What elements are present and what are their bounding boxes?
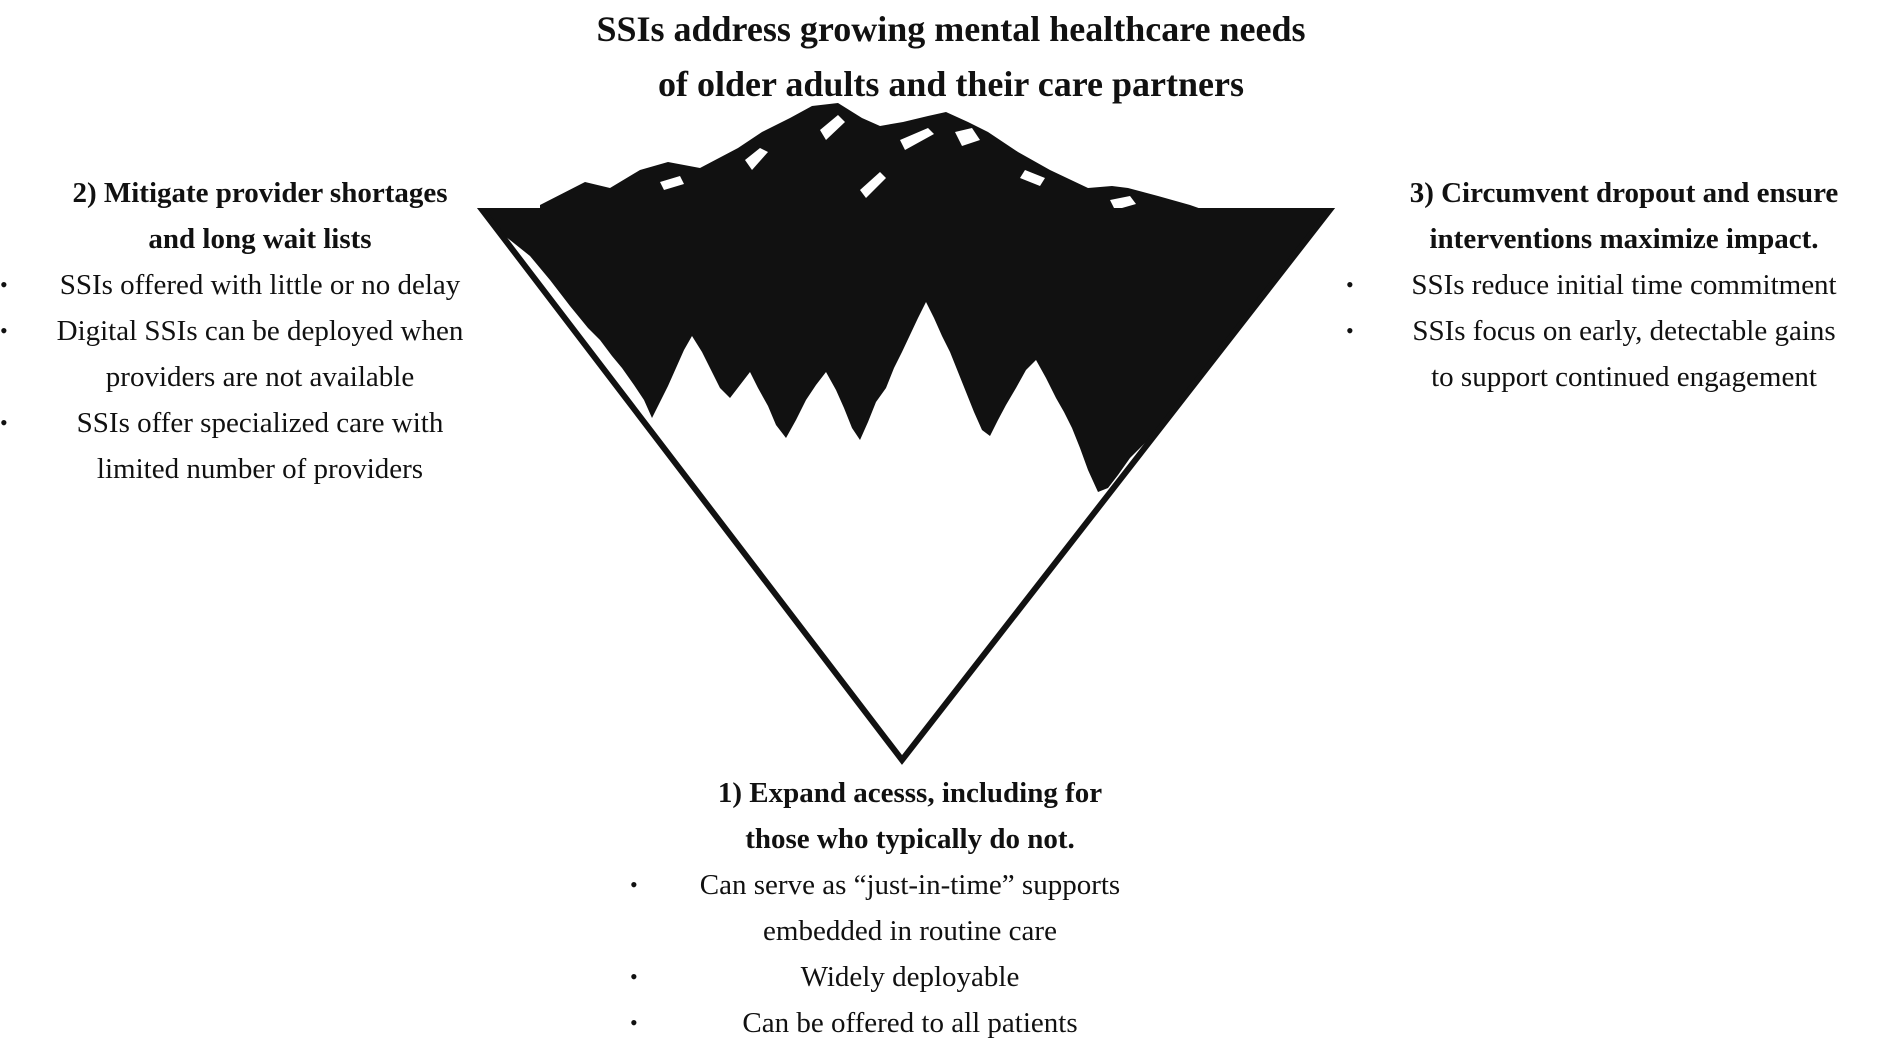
bullet-item: • Widely deployable bbox=[630, 954, 1190, 1000]
section-heading-line-2: and long wait lists bbox=[148, 223, 372, 255]
triangle-outline bbox=[476, 208, 1336, 765]
bullet-icon: • bbox=[630, 1010, 638, 1035]
section-heading-line-2: interventions maximize impact. bbox=[1429, 223, 1819, 255]
section-mitigate-shortages: 2) Mitigate provider shortages and long … bbox=[0, 170, 520, 492]
bullet-list: • SSIs reduce initial time commitment • … bbox=[1346, 262, 1902, 400]
bullet-item: • Can serve as “just-in-time” supports e… bbox=[630, 862, 1190, 954]
bullet-icon: • bbox=[1346, 272, 1354, 297]
title-line-1: SSIs address growing mental healthcare n… bbox=[596, 9, 1306, 49]
bullet-icon: • bbox=[630, 964, 638, 989]
section-heading-line-2: those who typically do not. bbox=[745, 823, 1075, 855]
bullet-icon: • bbox=[0, 410, 8, 435]
section-heading-line-1: 3) Circumvent dropout and ensure bbox=[1409, 177, 1839, 209]
bullet-text-line-1: Digital SSIs can be deployed when bbox=[56, 315, 464, 347]
bullet-text-line-2: embedded in routine care bbox=[763, 915, 1057, 947]
section-circumvent-dropout: 3) Circumvent dropout and ensure interve… bbox=[1346, 170, 1902, 400]
bullet-text-line-2: providers are not available bbox=[105, 361, 415, 393]
bullet-text-line-2: limited number of providers bbox=[96, 453, 424, 485]
bullet-text-line-1: SSIs reduce initial time commitment bbox=[1411, 269, 1837, 301]
bullet-text-line-1: Widely deployable bbox=[800, 961, 1020, 993]
bullet-text-line-1: SSIs offered with little or no delay bbox=[59, 269, 461, 301]
bullet-icon: • bbox=[0, 272, 8, 297]
bullet-list: • Can serve as “just-in-time” supports e… bbox=[630, 862, 1190, 1046]
bullet-icon: • bbox=[0, 318, 8, 343]
mountain-peaks bbox=[540, 103, 1230, 230]
bullet-item: • Can be offered to all patients bbox=[630, 1000, 1190, 1046]
bullet-icon: • bbox=[630, 872, 638, 897]
snow-highlights bbox=[660, 115, 1136, 210]
bullet-item: • SSIs reduce initial time commitment bbox=[1346, 262, 1902, 308]
bullet-item: • Digital SSIs can be deployed when prov… bbox=[0, 308, 520, 400]
section-expand-access: 1) Expand acesss, including for those wh… bbox=[630, 770, 1190, 1046]
mountain-forest-silhouette bbox=[483, 211, 1329, 492]
bullet-text-line-2: to support continued engagement bbox=[1431, 361, 1817, 393]
bullet-text-line-1: Can serve as “just-in-time” supports bbox=[699, 869, 1121, 901]
section-heading-line-1: 1) Expand acesss, including for bbox=[717, 777, 1103, 809]
bullet-icon: • bbox=[1346, 318, 1354, 343]
bullet-list: • SSIs offered with little or no delay •… bbox=[0, 262, 520, 492]
bullet-text-line-1: Can be offered to all patients bbox=[742, 1007, 1078, 1039]
title-line-2: of older adults and their care partners bbox=[658, 64, 1244, 104]
bullet-text-line-1: SSIs offer specialized care with bbox=[76, 407, 444, 439]
diagram-title: SSIs address growing mental healthcare n… bbox=[0, 2, 1902, 112]
bullet-item: • SSIs offer specialized care with limit… bbox=[0, 400, 520, 492]
section-heading-line-1: 2) Mitigate provider shortages bbox=[72, 177, 448, 209]
bullet-item: • SSIs focus on early, detectable gains … bbox=[1346, 308, 1902, 400]
bullet-item: • SSIs offered with little or no delay bbox=[0, 262, 520, 308]
bullet-text-line-1: SSIs focus on early, detectable gains bbox=[1412, 315, 1836, 347]
